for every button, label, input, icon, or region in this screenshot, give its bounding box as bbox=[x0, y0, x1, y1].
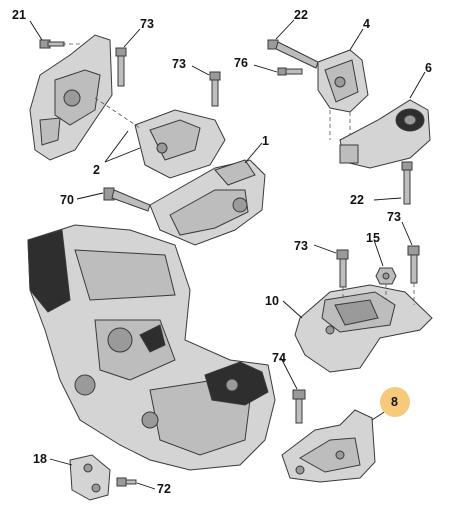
gearbox-mount-10[interactable] bbox=[294, 284, 433, 373]
callout-73-top: 73 bbox=[140, 17, 154, 31]
callout-18: 18 bbox=[33, 452, 47, 466]
engine-mount-bracket-left[interactable] bbox=[29, 34, 113, 161]
bolt-21[interactable] bbox=[39, 39, 65, 49]
callout-8-highlight bbox=[380, 387, 410, 417]
bolt-22-top[interactable] bbox=[267, 39, 319, 69]
callout-70: 70 bbox=[60, 193, 74, 207]
bolt-73-lower-right[interactable] bbox=[407, 245, 420, 284]
leader-lines bbox=[29, 19, 426, 490]
callout-73-mid: 73 bbox=[172, 57, 186, 71]
callout-22-lower: 22 bbox=[350, 193, 364, 207]
bolt-73-mid[interactable] bbox=[209, 71, 221, 107]
nut-15[interactable] bbox=[375, 267, 397, 285]
bolt-74[interactable] bbox=[292, 389, 306, 424]
callout-22-top: 22 bbox=[294, 8, 308, 22]
gearbox-mount-highlight[interactable] bbox=[204, 361, 269, 406]
bolt-70[interactable] bbox=[103, 187, 151, 212]
callout-74: 74 bbox=[272, 351, 286, 365]
mount-bracket-4[interactable] bbox=[317, 49, 369, 113]
bolt-76[interactable] bbox=[277, 67, 303, 76]
callout-15: 15 bbox=[366, 231, 380, 245]
bolt-22-lower[interactable] bbox=[401, 161, 413, 205]
callout-10: 10 bbox=[265, 294, 279, 308]
mount-bracket-1[interactable] bbox=[149, 159, 266, 246]
callout-8: 8 bbox=[391, 395, 398, 409]
callout-labels: 21 73 2 70 1 22 4 73 76 6 22 73 73 15 10… bbox=[12, 8, 432, 496]
callout-2: 2 bbox=[93, 163, 100, 177]
bolt-73-top[interactable] bbox=[115, 47, 127, 87]
small-bracket-18[interactable] bbox=[69, 454, 111, 501]
mount-link-2[interactable] bbox=[134, 109, 226, 179]
callout-73-lower-right: 73 bbox=[387, 210, 401, 224]
left-mount-highlight[interactable] bbox=[139, 324, 166, 353]
callout-4: 4 bbox=[363, 17, 370, 31]
callout-72: 72 bbox=[157, 482, 171, 496]
bolt-73-lower-left[interactable] bbox=[336, 249, 349, 288]
bolt-72[interactable] bbox=[116, 477, 137, 487]
callout-21: 21 bbox=[12, 8, 26, 22]
callout-73-lower-left: 73 bbox=[294, 239, 308, 253]
engine-mount-6[interactable] bbox=[339, 99, 431, 169]
support-bracket-8[interactable] bbox=[281, 409, 376, 483]
callout-76: 76 bbox=[234, 56, 248, 70]
callout-6: 6 bbox=[425, 61, 432, 75]
callout-1: 1 bbox=[262, 134, 269, 148]
